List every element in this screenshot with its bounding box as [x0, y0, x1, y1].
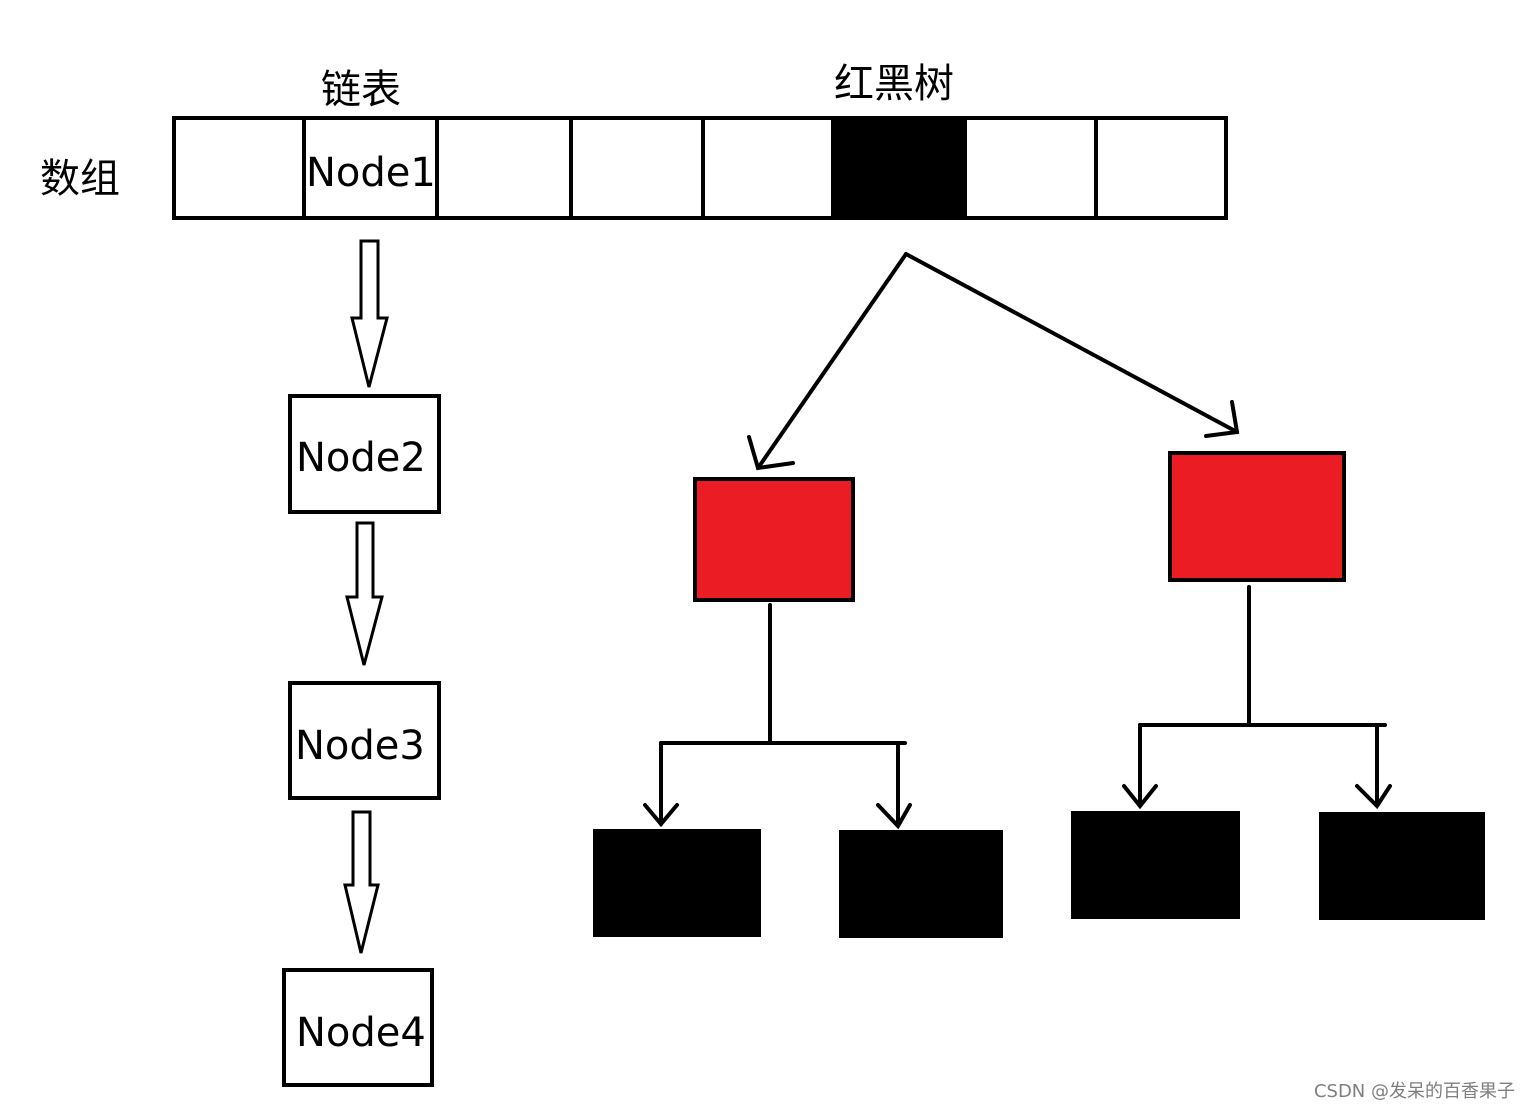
watermark: CSDN @发呆的百香果子 [1313, 1081, 1515, 1102]
hollow-arrow-2 [345, 521, 384, 666]
hollow-arrow-3 [343, 810, 380, 954]
list-node-3-label: Node3 [295, 723, 425, 769]
black-leaf-1 [593, 829, 761, 937]
edge-right-head-2 [1355, 784, 1392, 810]
tree-child-edges [643, 585, 1392, 830]
edge-root-left [756, 252, 908, 470]
edge-root-right-head [1204, 400, 1240, 438]
edge-root-right [904, 252, 1239, 434]
array-cell-2 [435, 116, 573, 220]
list-node-box-2 [288, 394, 441, 514]
array-cell-6 [963, 116, 1098, 220]
edge-right-head-1 [1122, 784, 1158, 810]
list-arrows [343, 239, 389, 954]
array-row [172, 116, 1228, 220]
red-node-right [1168, 451, 1346, 582]
red-nodes [693, 451, 1346, 602]
list-node-box-4 [282, 968, 434, 1087]
edge-root-left-head [747, 435, 795, 471]
edge-left-head-2 [876, 803, 912, 830]
array-cell-1-label: Node1 [306, 150, 436, 196]
array-cell-3 [569, 116, 705, 220]
red-node-left [693, 477, 855, 602]
edge-left-head-1 [643, 803, 679, 828]
red-black-tree-label: 红黑树 [834, 61, 954, 107]
black-leaf-4 [1319, 812, 1485, 920]
array-cell-4 [701, 116, 835, 220]
list-nodes [282, 394, 441, 1087]
black-leaves [593, 811, 1485, 938]
list-node-4-label: Node4 [296, 1010, 426, 1056]
tree-root-edges [747, 252, 1240, 471]
linked-list-label: 链表 [321, 67, 401, 113]
array-label: 数组 [40, 156, 120, 202]
list-node-2-label: Node2 [296, 435, 426, 481]
array-cell-0 [172, 116, 306, 220]
array-cell-5 [831, 116, 967, 220]
array-cell-7 [1094, 116, 1228, 220]
black-leaf-2 [839, 830, 1003, 938]
hollow-arrow-1 [350, 239, 389, 388]
black-leaf-3 [1071, 811, 1240, 919]
array-cell-1 [302, 116, 439, 220]
list-node-box-3 [288, 681, 441, 800]
